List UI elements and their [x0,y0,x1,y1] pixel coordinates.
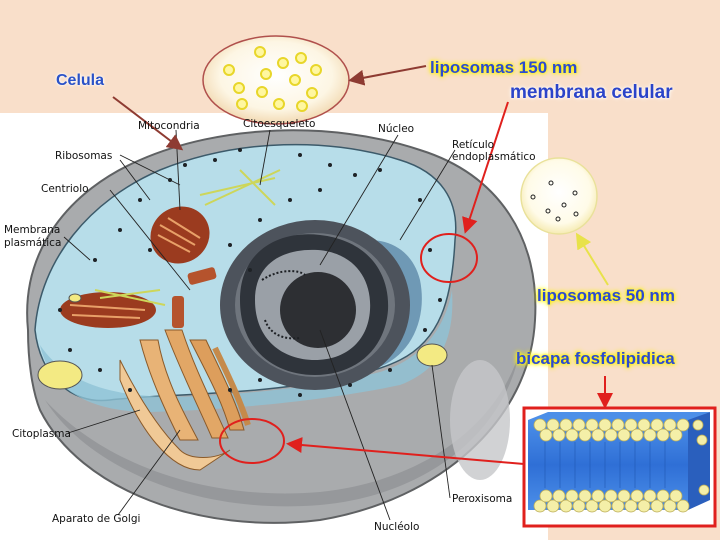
arrow-to-membrane-region [286,437,525,465]
arrow-celula [112,96,184,151]
label-reticulo-2: endoplasmático [452,151,536,163]
label-citoplasma: Citoplasma [12,428,71,440]
label-aparato-golgi: Aparato de Golgi [52,513,141,525]
highlight-membrane-bottom [219,418,285,464]
label-centriolo: Centriolo [41,183,89,195]
highlight-membrane-top [420,233,478,283]
label-peroxisoma: Peroxisoma [452,493,513,505]
golgi-apparatus [119,329,251,471]
vesicles [37,293,83,390]
peroxisome [416,343,448,367]
arrow-liposome-50 [575,232,609,286]
label-celula: Celula [56,72,105,89]
liposome-50nm [520,157,598,235]
label-liposomas-150: liposomas 150 nm [430,58,578,77]
arrow-to-liposome-150 [348,65,427,86]
centrioles [172,267,217,328]
arrow-membrana-celular [462,101,509,234]
label-citoesqueleto: Citoesqueleto [243,118,316,130]
label-bicapa: bicapa fosfolipidica [516,349,675,368]
mitochondria [60,206,210,328]
cytoskeleton [94,169,281,306]
label-mitocondria: Mitocondria [138,120,200,132]
label-reticulo-1: Retículo [452,139,495,151]
phospholipid-bilayer [522,406,717,528]
liposome-150nm [202,35,350,125]
label-membrana-plasmatica-2: plasmática [4,237,62,249]
label-membrana-plasmatica-1: Membrana [4,224,61,236]
label-ribosomas: Ribosomas [55,150,113,162]
label-membrana-celular: membrana celular [510,82,673,103]
label-nucleo: Núcleo [378,123,415,135]
ribosomes [58,148,442,397]
nucleus [220,220,410,390]
label-nucleolo: Nucléolo [374,521,420,533]
label-liposomas-50: liposomas 50 nm [537,286,675,305]
